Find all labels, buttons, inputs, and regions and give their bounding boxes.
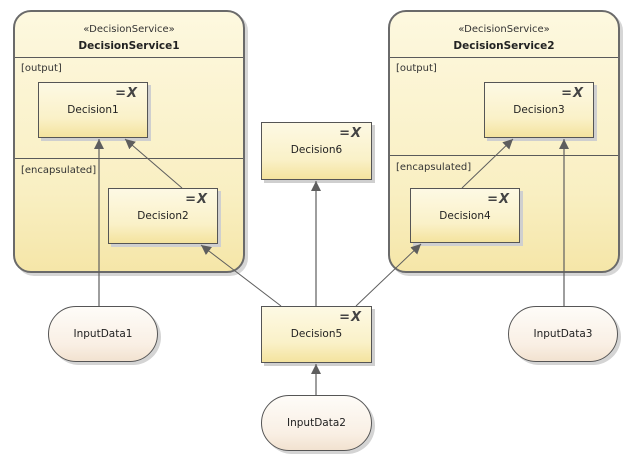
literal-expression-icon: =X [339, 310, 362, 325]
encapsulated-divider [15, 158, 243, 159]
header-divider [390, 57, 618, 58]
decision-4[interactable]: =X Decision4 [410, 188, 520, 243]
decision-3[interactable]: =X Decision3 [484, 82, 594, 138]
literal-expression-icon: =X [115, 86, 138, 101]
literal-expression-icon: =X [185, 192, 208, 207]
decision-5[interactable]: =X Decision5 [261, 306, 372, 363]
input-data-label: InputData3 [533, 328, 593, 340]
input-data-label: InputData1 [73, 328, 133, 340]
output-section-label: [output] [21, 63, 62, 74]
input-data-1[interactable]: InputData1 [48, 306, 158, 362]
encapsulated-section-label: [encapsulated] [396, 162, 472, 173]
decision-label: Decision3 [513, 104, 565, 116]
header-divider [15, 57, 243, 58]
decision-label: Decision4 [439, 210, 491, 222]
decision-service-name: DecisionService1 [78, 40, 180, 52]
decision-label: Decision6 [290, 144, 343, 156]
input-data-label: InputData2 [287, 417, 346, 429]
decision-1[interactable]: =X Decision1 [38, 82, 148, 138]
decision-6[interactable]: =X Decision6 [261, 122, 372, 180]
stereotype-label: «DecisionService» [83, 24, 175, 35]
input-data-2[interactable]: InputData2 [261, 395, 372, 451]
literal-expression-icon: =X [561, 86, 584, 101]
decision-service-name: DecisionService2 [453, 40, 555, 52]
literal-expression-icon: =X [487, 192, 510, 207]
decision-label: Decision2 [137, 210, 189, 222]
encapsulated-divider [390, 155, 618, 156]
decision-label: Decision1 [67, 104, 119, 116]
literal-expression-icon: =X [339, 126, 362, 141]
input-data-3[interactable]: InputData3 [508, 306, 618, 362]
output-section-label: [output] [396, 63, 437, 74]
decision-label: Decision5 [290, 328, 343, 340]
decision-2[interactable]: =X Decision2 [108, 188, 218, 244]
encapsulated-section-label: [encapsulated] [21, 165, 97, 176]
stereotype-label: «DecisionService» [458, 24, 550, 35]
